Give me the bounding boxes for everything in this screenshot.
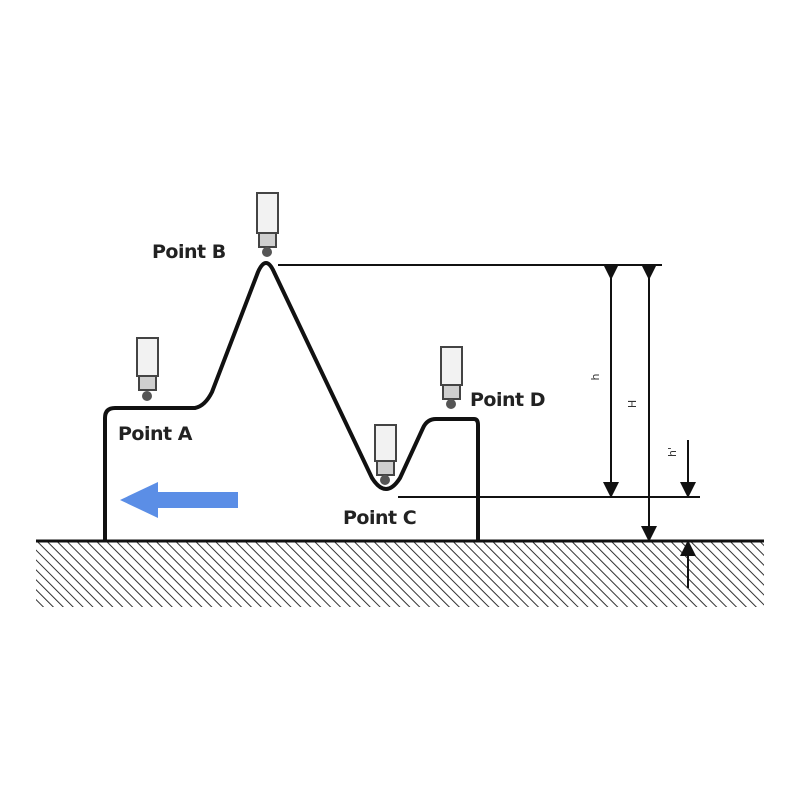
direction-arrow [120, 482, 238, 518]
cart-c [374, 424, 397, 485]
label-point-d: Point D [470, 389, 545, 411]
ground-hatch [36, 542, 764, 607]
dimension-bc: h [589, 264, 619, 498]
cart-b [256, 192, 279, 257]
dimension-bc-label: h [589, 373, 602, 380]
label-point-c: Point C [343, 507, 416, 529]
dimension-c-label: h' [666, 447, 679, 457]
label-point-b: Point B [152, 241, 226, 263]
dimension-b-label: H [626, 400, 639, 408]
cart-d [440, 346, 463, 409]
ground [36, 539, 764, 607]
dimension-b-ground: H [626, 264, 657, 542]
label-point-a: Point A [118, 423, 193, 445]
track [103, 261, 480, 541]
cart-a [136, 337, 159, 401]
dimension-c-ground: h' [666, 440, 696, 588]
